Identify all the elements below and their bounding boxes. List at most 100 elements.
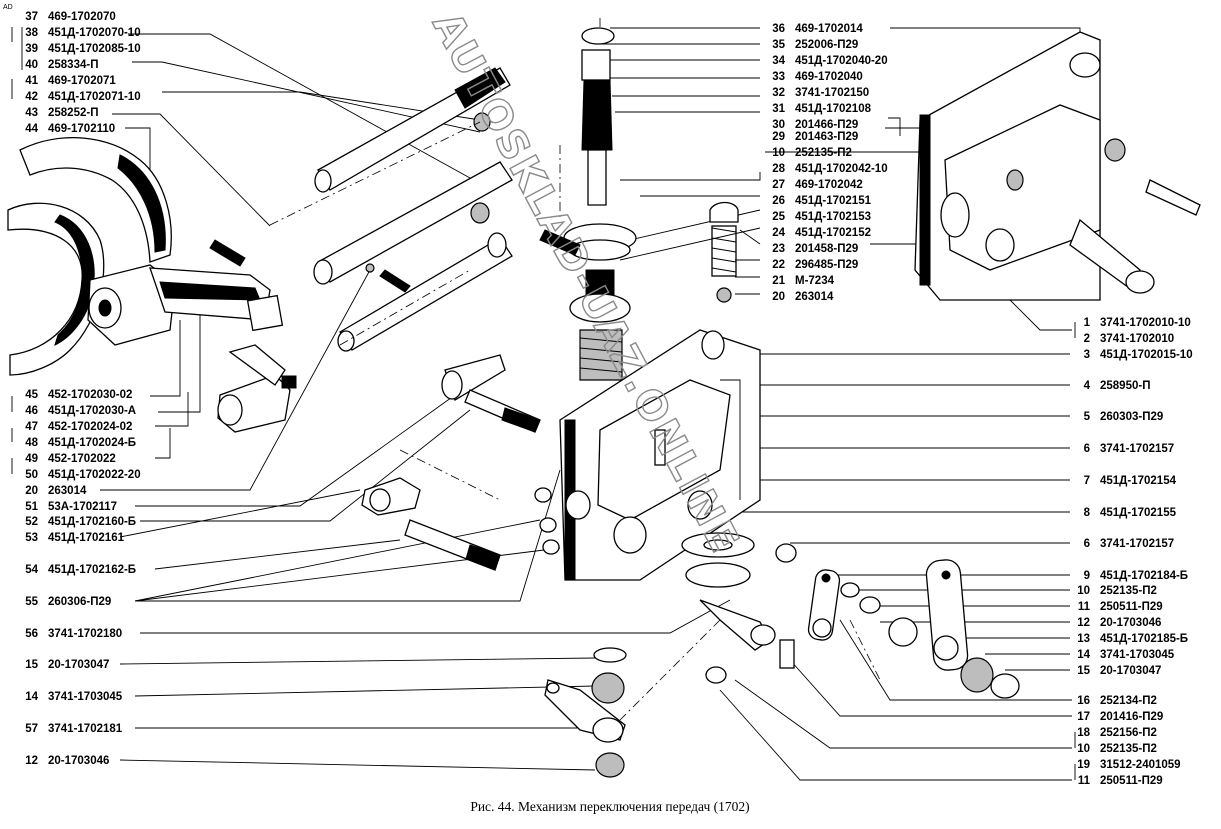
callout-part-number: 451Д-1702070-10 bbox=[48, 27, 141, 39]
corner-mark: AD bbox=[3, 4, 13, 11]
callout-number: 50 bbox=[25, 469, 38, 481]
callout-number: 41 bbox=[25, 75, 38, 87]
callout-number: 35 bbox=[772, 39, 785, 51]
callout-number: 33 bbox=[772, 71, 785, 83]
callout-part-number: 469-1702042 bbox=[795, 179, 863, 191]
callout-part-number: 452-1702030-02 bbox=[48, 389, 132, 401]
callout-part-number: 201416-П29 bbox=[1100, 711, 1163, 723]
callout-number: 49 bbox=[25, 453, 38, 465]
callout-number: 51 bbox=[25, 501, 38, 513]
callout-part-number: 469-1702110 bbox=[48, 123, 115, 135]
callout-part-number: 451Д-1702022-20 bbox=[48, 469, 141, 481]
callout-number: 6 bbox=[1084, 538, 1090, 550]
callout-number: 16 bbox=[1077, 695, 1090, 707]
callout-part-number: 451Д-1702155 bbox=[1100, 507, 1177, 519]
callout-part-number: 252135-П2 bbox=[1100, 585, 1157, 597]
callout-number: 21 bbox=[772, 275, 785, 287]
callout-part-number: 252135-П2 bbox=[795, 147, 852, 159]
callout-number: 14 bbox=[25, 691, 38, 703]
callout-number: 26 bbox=[772, 195, 785, 207]
dash-lines bbox=[269, 18, 881, 721]
callout-number: 56 bbox=[25, 628, 38, 640]
callout-number: 20 bbox=[772, 291, 785, 303]
shift-rail-upper bbox=[314, 67, 511, 193]
callout-number: 24 bbox=[772, 227, 785, 239]
callout-number: 8 bbox=[1084, 507, 1091, 519]
callout-number: 11 bbox=[1078, 601, 1091, 613]
callout-part-number: 20-1703047 bbox=[1100, 665, 1161, 677]
selector-link-right bbox=[807, 559, 1020, 699]
callout-part-number: 3741-1702010-10 bbox=[1100, 317, 1191, 329]
callout-part-number: 451Д-1702040-20 bbox=[795, 55, 888, 67]
callout-part-number: 451Д-1702015-10 bbox=[1100, 349, 1193, 361]
callout-part-number: 451Д-1702185-Б bbox=[1100, 633, 1188, 645]
callout-number: 54 bbox=[25, 564, 38, 576]
callout-part-number: 469-1702070 bbox=[48, 11, 116, 23]
callout-part-number: 469-1702014 bbox=[795, 23, 863, 35]
callout-part-number: 258252-П bbox=[48, 107, 98, 119]
callout-number: 53 bbox=[25, 532, 38, 544]
callout-part-number: 451Д-1702030-А bbox=[48, 405, 136, 417]
shift-housing-main bbox=[559, 329, 761, 581]
callout-part-number: М-7234 bbox=[795, 275, 835, 287]
figure-caption: Рис. 44. Механизм переключения передач (… bbox=[470, 799, 749, 814]
callout-part-number: 252135-П2 bbox=[1100, 743, 1157, 755]
callout-number: 23 bbox=[772, 243, 785, 255]
callout-part-number: 451Д-1702071-10 bbox=[48, 91, 141, 103]
cover-assembly-right bbox=[914, 31, 1201, 301]
callout-part-number: 258334-П bbox=[48, 59, 98, 71]
lever-link-lower-left bbox=[544, 647, 627, 778]
callout-number: 13 bbox=[1077, 633, 1090, 645]
callout-number: 12 bbox=[25, 755, 38, 767]
selector-lever-shaft bbox=[441, 354, 541, 433]
callout-number: 47 bbox=[25, 421, 38, 433]
callout-part-number: 252006-П29 bbox=[795, 39, 858, 51]
callout-part-number: 469-1702071 bbox=[48, 75, 116, 87]
callout-number: 2 bbox=[1084, 333, 1090, 345]
callout-part-number: 263014 bbox=[48, 485, 87, 497]
callout-number: 45 bbox=[25, 389, 38, 401]
callout-part-number: 201466-П29 bbox=[795, 119, 858, 131]
callout-part-number: 451Д-1702152 bbox=[795, 227, 871, 239]
callout-number: 17 bbox=[1077, 711, 1090, 723]
callout-part-number: 20-1703047 bbox=[48, 659, 109, 671]
callout-number: 3 bbox=[1084, 349, 1090, 361]
callout-number: 12 bbox=[1077, 617, 1090, 629]
callout-part-number: 451Д-1702153 bbox=[795, 211, 871, 223]
callout-number: 36 bbox=[772, 23, 785, 35]
callout-part-number: 451Д-1702085-10 bbox=[48, 43, 141, 55]
callout-number: 27 bbox=[772, 179, 785, 191]
callout-number: 37 bbox=[25, 11, 38, 23]
lever-arm-small bbox=[361, 477, 421, 516]
small-parts-left bbox=[209, 112, 491, 293]
shift-rail-middle bbox=[313, 161, 513, 285]
threaded-shaft bbox=[404, 519, 501, 571]
callout-number: 22 bbox=[772, 259, 785, 271]
o-rings bbox=[534, 487, 560, 555]
callout-part-number: 3741-1702157 bbox=[1100, 443, 1174, 455]
callout-number: 6 bbox=[1084, 443, 1090, 455]
callout-part-number: 451Д-1702108 bbox=[795, 103, 872, 115]
callout-number: 39 bbox=[25, 43, 38, 55]
callout-part-number: 3741-1702010 bbox=[1100, 333, 1174, 345]
callout-number: 7 bbox=[1084, 475, 1090, 487]
callout-part-number: 3741-1702181 bbox=[48, 723, 123, 735]
shift-fork-small bbox=[217, 344, 297, 433]
callout-part-number: 451Д-1702154 bbox=[1100, 475, 1177, 487]
callout-part-number: 201463-П29 bbox=[795, 131, 858, 143]
callout-part-number: 3741-1703045 bbox=[1100, 649, 1175, 661]
callout-part-number: 3741-1702157 bbox=[1100, 538, 1174, 550]
callout-number: 48 bbox=[25, 437, 38, 449]
callout-number: 29 bbox=[772, 131, 785, 143]
callout-part-number: 452-1702024-02 bbox=[48, 421, 132, 433]
callout-part-number: 451Д-1702184-Б bbox=[1100, 570, 1188, 582]
callout-part-number: 3741-1703045 bbox=[48, 691, 123, 703]
callout-number: 10 bbox=[1077, 585, 1090, 597]
shift-rail-lower bbox=[337, 232, 513, 352]
callout-number: 25 bbox=[772, 211, 785, 223]
callout-part-number: 260303-П29 bbox=[1100, 411, 1163, 423]
callout-part-number: 452-1702022 bbox=[48, 453, 116, 465]
callout-number: 10 bbox=[772, 147, 785, 159]
